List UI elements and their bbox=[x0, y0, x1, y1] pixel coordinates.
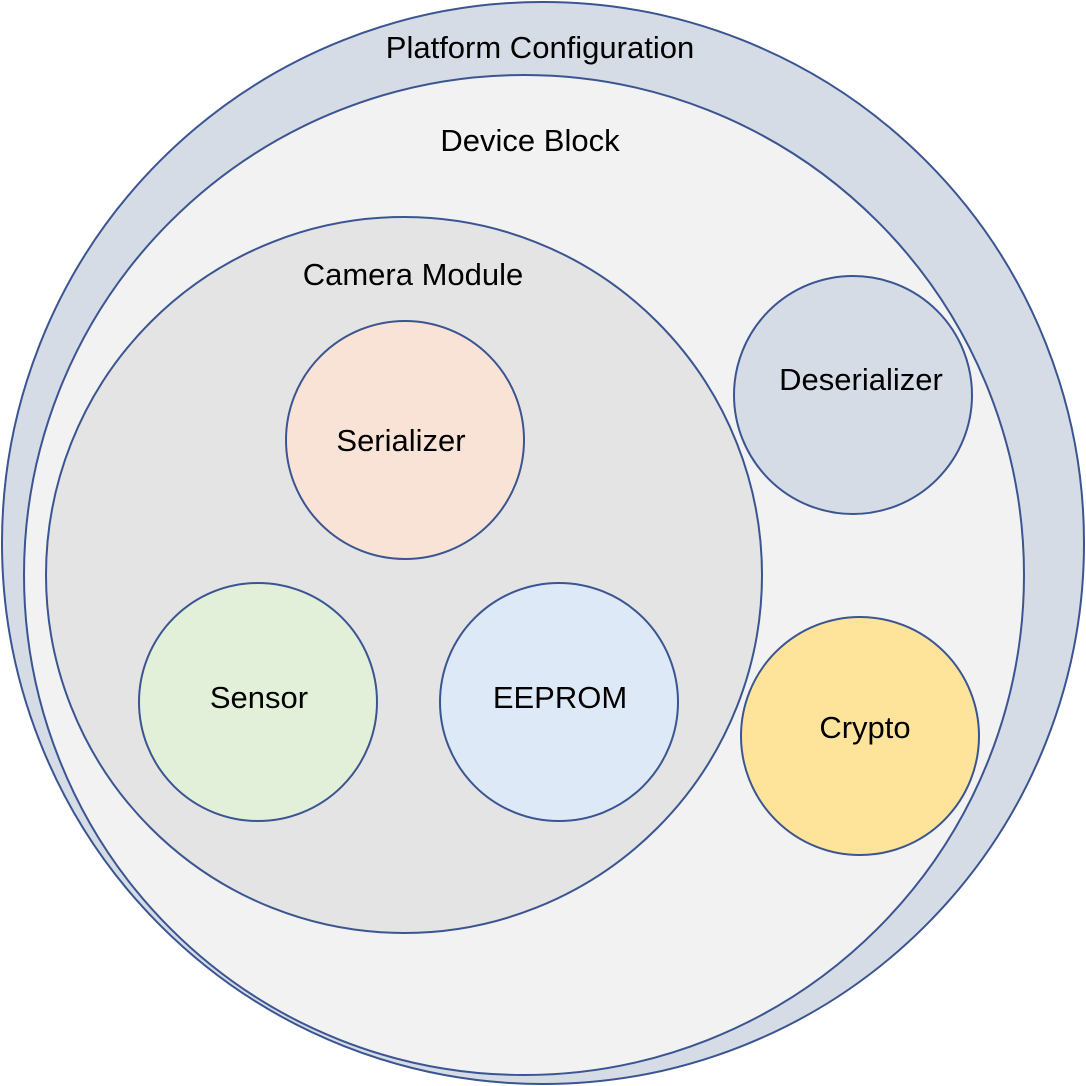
serializer-circle bbox=[285, 320, 525, 560]
sensor-label: Sensor bbox=[210, 680, 308, 715]
eeprom-circle bbox=[439, 582, 679, 822]
serializer-label: Serializer bbox=[336, 423, 465, 458]
deserializer-label: Deserializer bbox=[779, 362, 943, 397]
deserializer-group: Deserializer bbox=[733, 275, 973, 515]
camera-module-label: Camera Module bbox=[303, 257, 524, 292]
sensor-group: Sensor bbox=[138, 582, 378, 822]
platform-configuration-label: Platform Configuration bbox=[386, 30, 694, 65]
crypto-label: Crypto bbox=[819, 710, 910, 745]
deserializer-circle bbox=[733, 275, 973, 515]
device-block-label: Device Block bbox=[440, 123, 620, 158]
serializer-group: Serializer bbox=[285, 320, 525, 560]
eeprom-label: EEPROM bbox=[493, 680, 627, 715]
crypto-group: Crypto bbox=[740, 616, 980, 856]
sensor-circle bbox=[138, 582, 378, 822]
crypto-circle bbox=[740, 616, 980, 856]
eeprom-group: EEPROM bbox=[439, 582, 679, 822]
